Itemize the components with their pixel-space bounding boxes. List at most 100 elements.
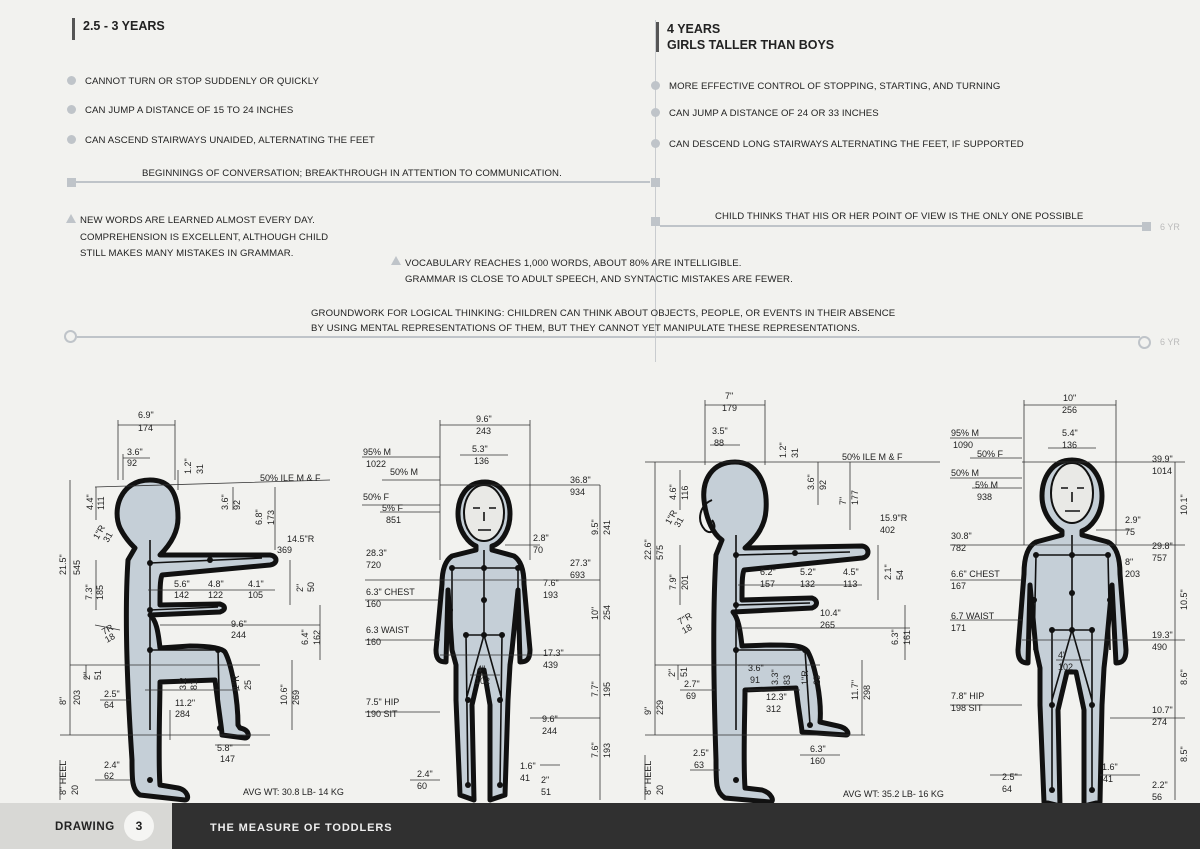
svg-text:265: 265 xyxy=(820,620,835,630)
dim-head-width: 3.6" xyxy=(127,447,143,457)
svg-text:5% F: 5% F xyxy=(382,503,404,513)
svg-text:2.1": 2.1" xyxy=(883,564,893,580)
social-square-icon xyxy=(651,217,660,226)
age-marker: 6 YR xyxy=(1160,222,1180,232)
svg-text:402: 402 xyxy=(880,525,895,535)
svg-text:60: 60 xyxy=(417,781,427,791)
svg-text:88: 88 xyxy=(714,438,724,448)
svg-text:244: 244 xyxy=(542,726,557,736)
svg-text:31: 31 xyxy=(672,515,686,529)
svg-text:25: 25 xyxy=(812,675,822,685)
right-age-subtitle: GIRLS TALLER THAN BOYS xyxy=(667,38,835,52)
svg-text:8" HEEL: 8" HEEL xyxy=(58,761,68,795)
figure2-dimension-lines xyxy=(362,420,601,800)
right-social: CHILD THINKS THAT HIS OR HER POINT OF VI… xyxy=(715,211,1084,222)
svg-text:3.3": 3.3" xyxy=(770,669,780,685)
svg-text:41: 41 xyxy=(520,773,530,783)
cognition-timeline xyxy=(77,336,1140,338)
svg-text:102: 102 xyxy=(1058,662,1073,672)
section-marker xyxy=(72,18,75,40)
motor-bullet-icon xyxy=(651,81,660,90)
svg-text:3.6": 3.6" xyxy=(220,494,230,510)
svg-text:51: 51 xyxy=(541,787,551,797)
svg-text:179: 179 xyxy=(722,403,737,413)
svg-text:244: 244 xyxy=(231,630,246,640)
svg-text:6.7 WAIST: 6.7 WAIST xyxy=(951,611,995,621)
dim-top-width-mm: 174 xyxy=(138,423,153,433)
svg-text:9.6": 9.6" xyxy=(542,714,558,724)
svg-text:113: 113 xyxy=(843,579,857,589)
svg-text:8.6": 8.6" xyxy=(1179,669,1189,685)
svg-text:490: 490 xyxy=(1152,642,1167,652)
svg-text:2.4": 2.4" xyxy=(104,760,120,770)
svg-text:95% M: 95% M xyxy=(951,428,979,438)
svg-text:10.4": 10.4" xyxy=(820,608,841,618)
svg-text:160: 160 xyxy=(810,756,825,766)
svg-text:7.6": 7.6" xyxy=(590,742,600,758)
svg-text:18: 18 xyxy=(103,631,117,645)
svg-text:30.8": 30.8" xyxy=(951,531,972,541)
svg-text:1090: 1090 xyxy=(953,440,973,450)
page-footer: DRAWING 3 THE MEASURE OF TODDLERS xyxy=(0,803,1200,849)
svg-text:190 SIT: 190 SIT xyxy=(366,709,398,719)
svg-text:2": 2" xyxy=(667,669,677,677)
svg-text:10.1": 10.1" xyxy=(1179,494,1189,515)
figure-standing-front-4yr xyxy=(1015,457,1129,803)
svg-text:4.6": 4.6" xyxy=(668,484,678,500)
svg-text:147: 147 xyxy=(220,754,235,764)
anthropometric-figures: .body { fill:#c5cfd7; stroke:#111; strok… xyxy=(58,391,1189,803)
motor-bullet-icon xyxy=(67,76,76,85)
svg-text:36.8": 36.8" xyxy=(570,475,591,485)
svg-text:39.9": 39.9" xyxy=(1152,454,1173,464)
svg-text:8.5": 8.5" xyxy=(1179,746,1189,762)
cognition-end-ring-icon xyxy=(1138,336,1151,349)
right-motor-1: MORE EFFECTIVE CONTROL OF STOPPING, STAR… xyxy=(669,81,1001,92)
svg-text:720: 720 xyxy=(366,560,381,570)
svg-text:5.6": 5.6" xyxy=(174,579,190,589)
svg-text:4.8": 4.8" xyxy=(208,579,224,589)
svg-text:4.4": 4.4" xyxy=(85,494,95,510)
svg-text:9": 9" xyxy=(643,707,653,715)
dim-head-width-mm: 92 xyxy=(127,458,137,468)
svg-text:2.8": 2.8" xyxy=(533,533,549,543)
footer-tab: DRAWING 3 xyxy=(0,803,172,849)
svg-text:6.3": 6.3" xyxy=(810,744,826,754)
svg-text:10.7": 10.7" xyxy=(1152,705,1173,715)
svg-text:167: 167 xyxy=(951,581,966,591)
social-timeline xyxy=(660,225,1142,227)
svg-text:256: 256 xyxy=(1062,405,1077,415)
svg-text:116: 116 xyxy=(680,486,690,500)
svg-text:161: 161 xyxy=(902,630,912,645)
svg-text:6.3": 6.3" xyxy=(890,629,900,645)
svg-text:7.5" HIP: 7.5" HIP xyxy=(366,697,399,707)
svg-text:10.5": 10.5" xyxy=(1179,589,1189,610)
svg-text:203: 203 xyxy=(1125,569,1140,579)
vocab-line-1: VOCABULARY REACHES 1,000 WORDS, ABOUT 80… xyxy=(405,258,742,269)
svg-text:102: 102 xyxy=(475,676,490,686)
figure4-dimension-lines xyxy=(950,400,1185,800)
svg-text:1"R: 1"R xyxy=(231,675,241,690)
svg-text:5.2": 5.2" xyxy=(800,567,816,577)
svg-text:4.1": 4.1" xyxy=(248,579,264,589)
svg-text:185: 185 xyxy=(95,585,105,600)
svg-text:9.5": 9.5" xyxy=(590,519,600,535)
svg-text:2.5": 2.5" xyxy=(693,748,709,758)
svg-text:160: 160 xyxy=(366,599,381,609)
svg-text:2.4": 2.4" xyxy=(417,769,433,779)
social-end-square-icon xyxy=(1142,222,1151,231)
svg-text:63: 63 xyxy=(694,760,704,770)
svg-text:5.3": 5.3" xyxy=(472,444,488,454)
social-timeline xyxy=(76,181,650,183)
svg-text:92: 92 xyxy=(232,500,242,510)
svg-text:122: 122 xyxy=(208,590,223,600)
svg-text:132: 132 xyxy=(800,579,815,589)
svg-text:62: 62 xyxy=(104,771,114,781)
cognition-line-2: BY USING MENTAL REPRESENTATIONS OF THEM,… xyxy=(311,323,861,334)
svg-text:162: 162 xyxy=(312,630,322,645)
dim-top-height-mm: 31 xyxy=(195,464,205,474)
skeleton-lines xyxy=(149,540,263,731)
left-motor-1: CANNOT TURN OR STOP SUDDENLY OR QUICKLY xyxy=(85,76,320,87)
svg-text:4.5": 4.5" xyxy=(843,567,859,577)
svg-text:17.3": 17.3" xyxy=(543,648,564,658)
svg-text:5.8": 5.8" xyxy=(217,743,233,753)
